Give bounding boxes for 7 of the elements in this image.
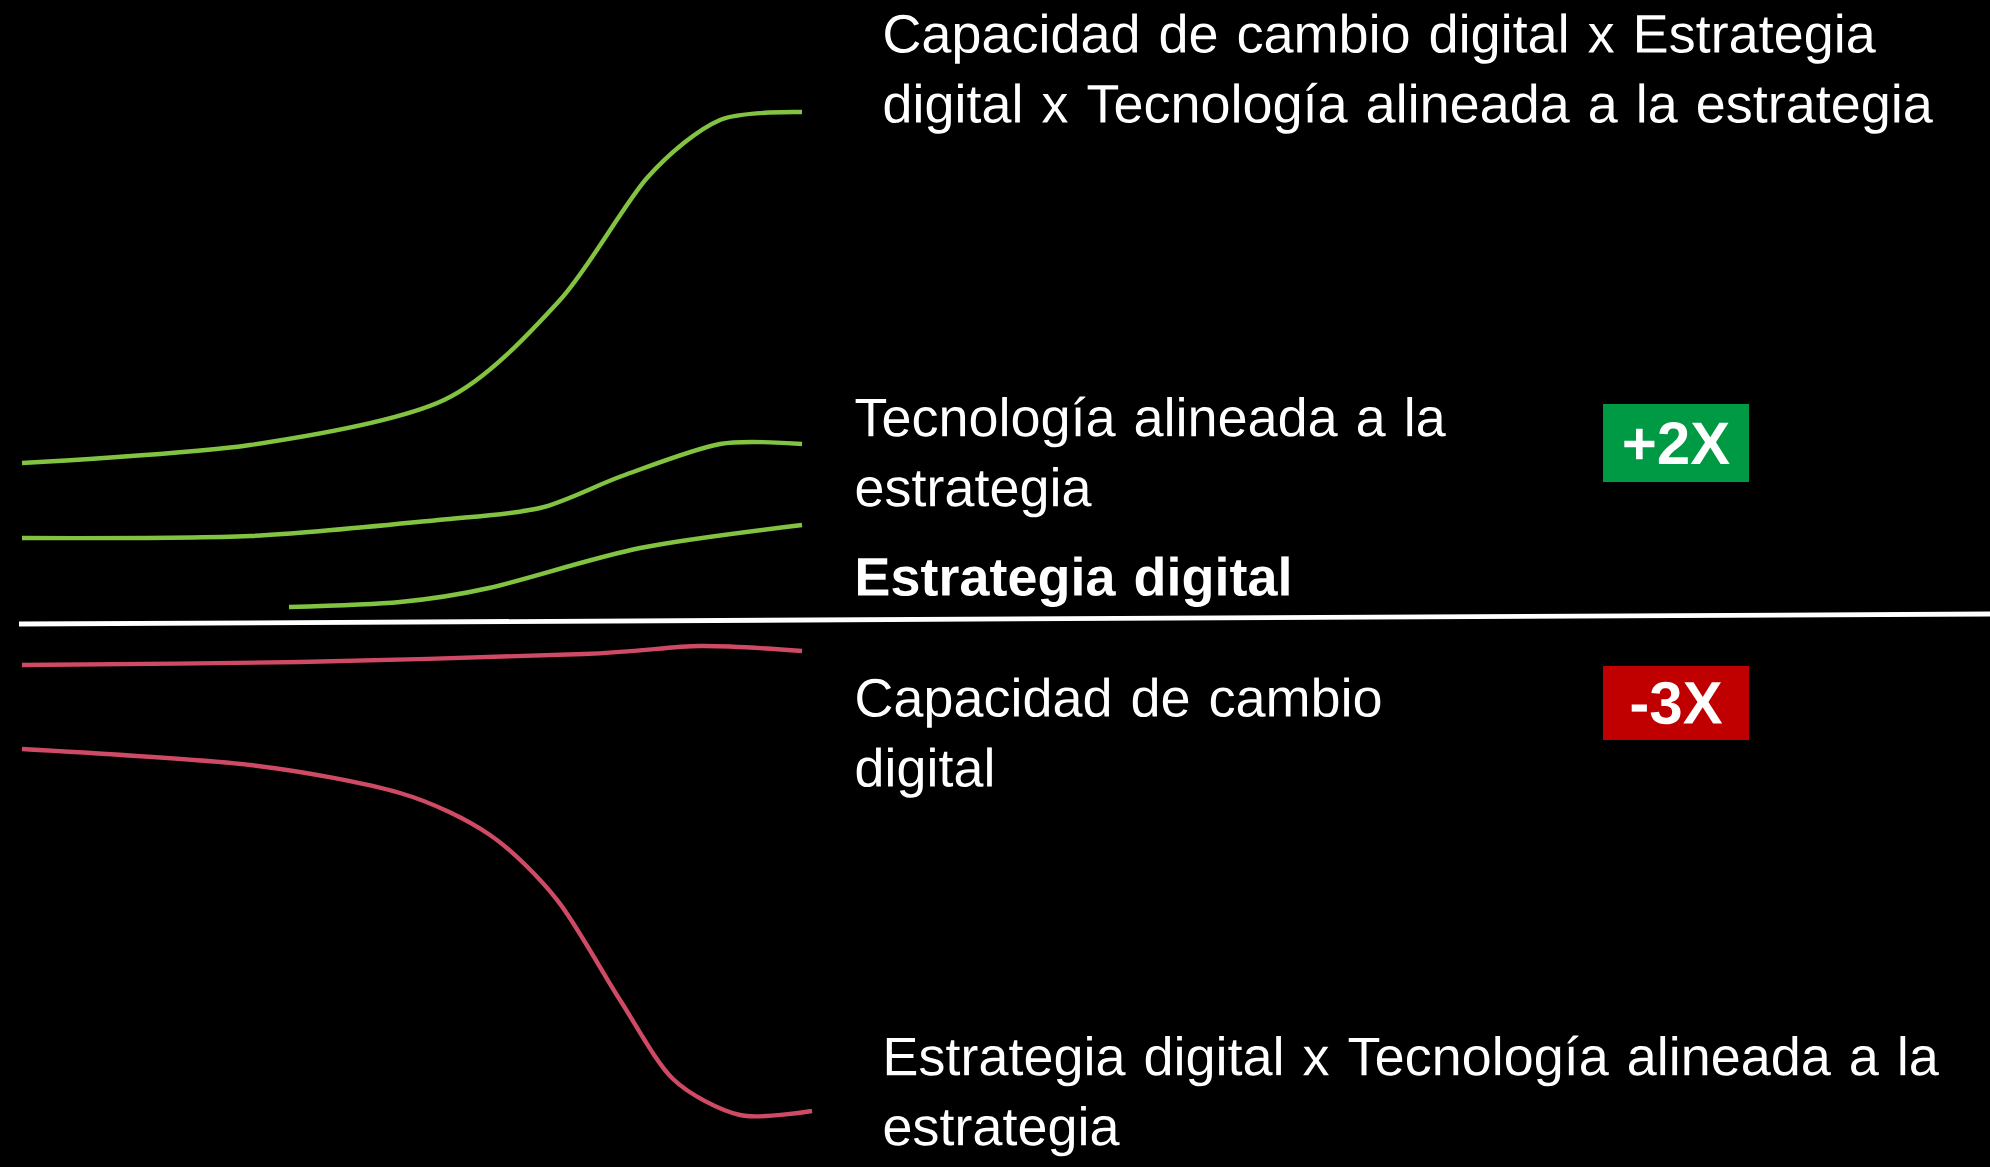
multiplier-badge: -3X <box>1603 666 1749 740</box>
heading-text: Estrategia digital <box>858 556 1289 607</box>
curve-label: Capacidad de cambio digital x Estrategia digital x Tecnología alineada a la estrategia <box>884 13 1933 134</box>
curve-label: Capacidad de cambio digital <box>856 677 1381 798</box>
multiplier-badge: +2X <box>1603 404 1749 482</box>
curve-label: Tecnología alineada a la estrategia <box>855 396 1446 518</box>
curve-label: Estrategia digital x Tecnología alineada a la estrategia <box>884 1035 1939 1157</box>
